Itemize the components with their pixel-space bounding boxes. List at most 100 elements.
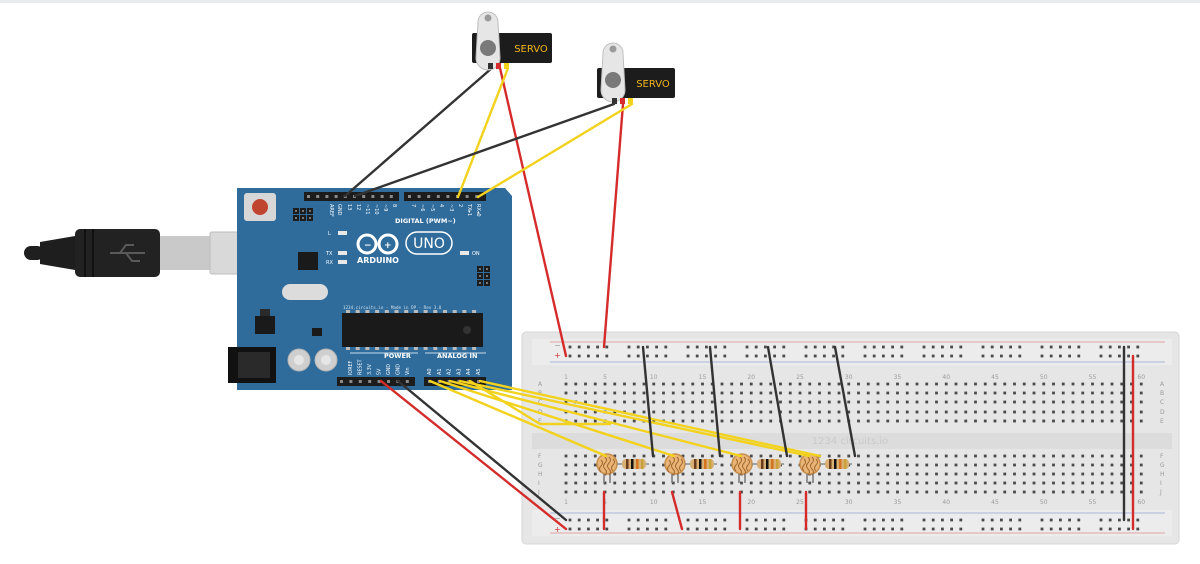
rail-minus-top: − (554, 341, 561, 350)
rail-hole (950, 518, 953, 522)
breadboard-hole (740, 410, 743, 414)
breadboard-hole (1013, 481, 1016, 485)
rail-hole (627, 354, 631, 358)
breadboard-hole (905, 400, 909, 404)
breadboard-hole (632, 410, 636, 414)
rail-hole (587, 527, 590, 531)
breadboard-hole (671, 400, 675, 404)
breadboard-hole (993, 472, 997, 476)
breadboard-hole (1100, 481, 1104, 485)
breadboard-hole (671, 419, 675, 423)
breadboard-hole (808, 400, 812, 404)
breadboard-hole (710, 454, 714, 458)
rail-hole (686, 354, 690, 358)
breadboard-hole (749, 419, 753, 423)
atmega-chip-pins (346, 310, 477, 350)
resistor-band (776, 459, 779, 469)
digital-pin-label: ~3 (448, 204, 454, 211)
breadboard-hole (954, 463, 958, 467)
wire-servo1-power (498, 66, 568, 358)
breadboard-hole (1139, 490, 1143, 494)
breadboard-hole (642, 490, 646, 494)
breadboard-hole (1091, 490, 1094, 494)
breadboard-hole (779, 490, 782, 494)
rail-hole (1077, 345, 1081, 349)
breadboard-hole (1110, 419, 1114, 423)
rail-hole (832, 518, 835, 522)
breadboard-hole (808, 481, 812, 485)
breadboard-hole (847, 410, 851, 414)
wire-a1 (438, 379, 676, 458)
rail-hole (922, 354, 926, 358)
sensor-2[interactable] (664, 453, 717, 483)
usb-cable[interactable] (24, 229, 263, 277)
sensor-3[interactable] (731, 453, 784, 483)
breadboard-hole (564, 454, 568, 458)
breadboard-hole (827, 454, 831, 458)
breadboard-hole (847, 481, 851, 485)
breadboard-hole (1100, 382, 1104, 386)
row-letter: H (1160, 471, 1165, 478)
breadboard-hole (623, 490, 626, 494)
breadboard-hole (798, 400, 802, 404)
rail-hole (959, 527, 963, 531)
breadboard-hole (701, 410, 704, 414)
rail-hole (664, 354, 668, 358)
breadboard-hole (1052, 490, 1055, 494)
breadboard-hole (1110, 472, 1114, 476)
breadboard-hole (623, 400, 626, 404)
breadboard-hole (1091, 391, 1094, 395)
breadboard-hole (710, 400, 714, 404)
sensor-1[interactable] (596, 453, 649, 483)
breadboard-hole (1061, 382, 1065, 386)
rail-hole (1099, 518, 1103, 522)
rail-hole (773, 518, 776, 522)
wire-5v (379, 379, 568, 531)
rail-minus-bottom: − (554, 514, 561, 523)
rail-hole (764, 527, 767, 531)
rail-hole (990, 527, 994, 531)
rail-hole (627, 527, 631, 531)
breadboard-hole (974, 463, 977, 467)
rail-plus-bottom: + (554, 525, 561, 534)
servo-2-pin-power (620, 98, 625, 104)
rail-hole (745, 354, 749, 358)
rail-hole (1099, 354, 1103, 358)
rail-hole (773, 345, 776, 349)
servo-motor-2[interactable]: SERVO (597, 42, 675, 104)
usb-cable-tail (24, 246, 44, 260)
breadboard-hole (1061, 463, 1065, 467)
breadboard-hole (1042, 472, 1046, 476)
breadboard-hole (857, 463, 860, 467)
breadboard-hole (730, 391, 734, 395)
breadboard-hole (1013, 463, 1016, 467)
breadboard-hole (681, 391, 685, 395)
rail-hole (990, 354, 994, 358)
breadboard-hole (603, 382, 607, 386)
breadboard-hole (915, 419, 919, 423)
breadboard-hole (798, 419, 802, 423)
rail-hole (636, 354, 640, 358)
breadboard-hole (847, 400, 851, 404)
wire-servo2-power (602, 102, 625, 349)
led-on (460, 251, 469, 255)
digital-pin-label: 13 (346, 204, 352, 210)
servo-motor-1[interactable]: SERVO (472, 11, 552, 71)
breadboard-hole (935, 391, 938, 395)
rail-hole (1018, 518, 1022, 522)
row-letter: F (538, 453, 542, 460)
breadboard-hole (866, 400, 870, 404)
breadboard-hole (564, 382, 568, 386)
reset-button[interactable] (252, 199, 268, 215)
breadboard-hole (749, 382, 753, 386)
breadboard-hole (1022, 490, 1026, 494)
icsp-pin-hole (295, 210, 297, 212)
breadboard-hole (1042, 454, 1046, 458)
breadboard-hole (593, 472, 597, 476)
breadboard-hole (769, 419, 773, 423)
breadboard-hole (1100, 391, 1104, 395)
breadboard-hole (788, 391, 792, 395)
sensor-4[interactable] (799, 453, 852, 483)
